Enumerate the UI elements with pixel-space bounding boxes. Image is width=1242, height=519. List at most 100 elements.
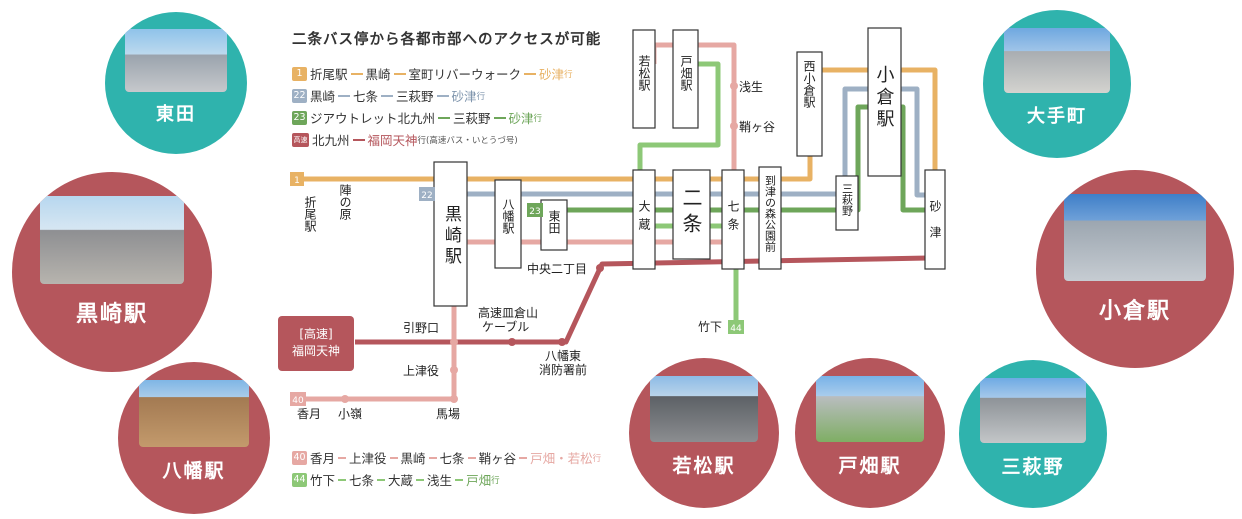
express-label-2: 福岡天神: [292, 343, 340, 358]
legend-stop: 大蔵: [388, 473, 414, 488]
station-label-tobata: 戸畑駅: [679, 55, 693, 92]
area-photo: [1003, 27, 1111, 93]
station-label-nijo: 二条: [679, 187, 703, 239]
area-circle-kurosaki[interactable]: 黒崎駅: [12, 172, 212, 372]
area-label: 三萩野: [1001, 455, 1065, 478]
stop-markers: [341, 82, 738, 403]
map-badge-40: [290, 392, 306, 406]
stop-label-takeshita: 竹下: [698, 320, 722, 334]
station-label-kokura: 小倉駅: [874, 65, 895, 131]
stop-marker: [341, 395, 349, 403]
station-label-okura: 大蔵: [637, 200, 651, 236]
legend-route-23: 23 ジアウトレット北九州 三萩野 砂津行: [292, 108, 542, 127]
map-badge-44-text: 44: [730, 324, 742, 334]
route-badge-22: 22: [292, 88, 307, 103]
station-box-sunatsu: [924, 169, 946, 270]
station-box-nishikokura: [796, 51, 823, 157]
legend-connector: [381, 94, 394, 97]
legend-connector: [519, 456, 528, 459]
legend-stop: 三萩野: [396, 89, 434, 104]
area-circle-wakamatsu[interactable]: 若松駅: [629, 358, 779, 508]
route-badge-express: 高速: [292, 132, 309, 147]
area-circle-otemachi[interactable]: 大手町: [983, 10, 1131, 158]
area-label: 黒崎駅: [75, 302, 148, 327]
area-circle-mihagino[interactable]: 三萩野: [959, 360, 1107, 508]
legend-suffix: 行: [491, 475, 500, 486]
legend-route-22: 22 黒崎 七条 三萩野 砂津行: [292, 86, 485, 105]
area-photo: [1063, 193, 1207, 281]
route-badge-23: 23: [292, 110, 307, 125]
legend-connector: [338, 94, 351, 97]
area-photo: [650, 376, 758, 442]
station-label-kurosaki: 黒崎駅: [441, 205, 462, 268]
area-label: 小倉駅: [1098, 298, 1171, 324]
legend-connector: [493, 116, 506, 119]
station-box-okura: [632, 169, 656, 270]
legend-connector: [438, 116, 451, 119]
stop-label-chuo: 中央二丁目: [527, 261, 587, 276]
stop-label-aso: 浅生: [739, 80, 763, 94]
station-label-sunatsu: 砂津: [928, 200, 942, 252]
stop-label-sayagatani: 鞘ヶ谷: [739, 120, 775, 134]
legend-route-40: 40 香月 上津役 黒崎 七条 鞘ヶ谷 戸畑・若松行: [292, 448, 601, 467]
station-label-orio: 折尾駅: [303, 195, 317, 233]
route-badge-40: 40: [292, 450, 307, 465]
stop-label-sarakura-2: ケーブル: [482, 319, 529, 334]
legend-connector: [467, 456, 476, 459]
map-badge-44: [728, 320, 744, 334]
station-box-tobata: [672, 29, 699, 129]
area-circle-yahata[interactable]: 八幡駅: [118, 362, 270, 514]
legend-suffix: 行(高速バス・いとうづ号): [417, 135, 518, 146]
area-label: 若松駅: [672, 455, 736, 477]
station-box-kokura: [867, 27, 902, 177]
station-box-higashida: [540, 199, 568, 251]
legend-stop: 上津役: [349, 451, 387, 466]
legend-dest: 砂津: [451, 89, 477, 104]
station-box-kurosaki: [433, 161, 468, 307]
stop-label-komine: 小嶺: [338, 407, 362, 421]
area-label: 戸畑駅: [838, 455, 902, 477]
map-badge-22: [419, 187, 435, 201]
route-badge-1: 1: [292, 66, 307, 81]
area-circle-tobata[interactable]: 戸畑駅: [795, 358, 945, 508]
station-label-shichijo: 七条: [726, 200, 740, 236]
legend-stop: 三萩野: [453, 111, 491, 126]
route-badge-44: 44: [292, 472, 307, 487]
route-line-1: [303, 67, 938, 182]
area-photo: [40, 196, 184, 284]
legend-suffix: 行: [592, 453, 602, 464]
legend-stop: 香月: [310, 451, 336, 466]
legend-suffix: 行: [476, 91, 486, 102]
legend-stop: 鞘ヶ谷: [478, 451, 517, 466]
stop-marker: [508, 338, 516, 346]
station-label-wakamatsu: 若松駅: [637, 55, 651, 92]
station-box-yahata: [494, 179, 522, 269]
station-box-mihagino: [835, 175, 859, 231]
stop-label-yahatahigashi-1: 八幡東: [545, 348, 581, 363]
legend-dest: 戸畑・若松: [530, 451, 593, 466]
legend-connector: [393, 72, 406, 75]
stop-label-kozakiyaku: 上津役: [403, 363, 439, 378]
legend-suffix: 行: [564, 69, 573, 80]
legend-suffix: 行: [533, 113, 543, 124]
legend-connector: [524, 72, 537, 75]
stop-label-hikinokuchi: 引野口: [403, 321, 439, 335]
map-badge-23: [527, 203, 543, 217]
station-box-nijo: [672, 169, 711, 260]
area-circle-kokura[interactable]: 小倉駅: [1036, 170, 1234, 368]
station-label-higashida: 東田: [547, 210, 561, 234]
legend-stop: 黒崎: [365, 67, 391, 82]
express-box: [278, 316, 354, 371]
legend-stop: 折尾駅: [310, 67, 348, 82]
legend-stop: 七条: [353, 89, 379, 104]
stop-label-baba: 馬場: [436, 407, 460, 421]
stop-marker: [730, 82, 738, 90]
area-photo: [139, 380, 249, 448]
area-circle-higashida[interactable]: 東田: [105, 12, 247, 154]
stop-marker: [450, 338, 458, 346]
legend-stop: 黒崎: [310, 89, 336, 104]
express-label-1: [高速]: [299, 326, 332, 341]
legend-stop: 北九州: [312, 133, 350, 148]
legend-stop: ジアウトレット北九州: [310, 111, 436, 126]
